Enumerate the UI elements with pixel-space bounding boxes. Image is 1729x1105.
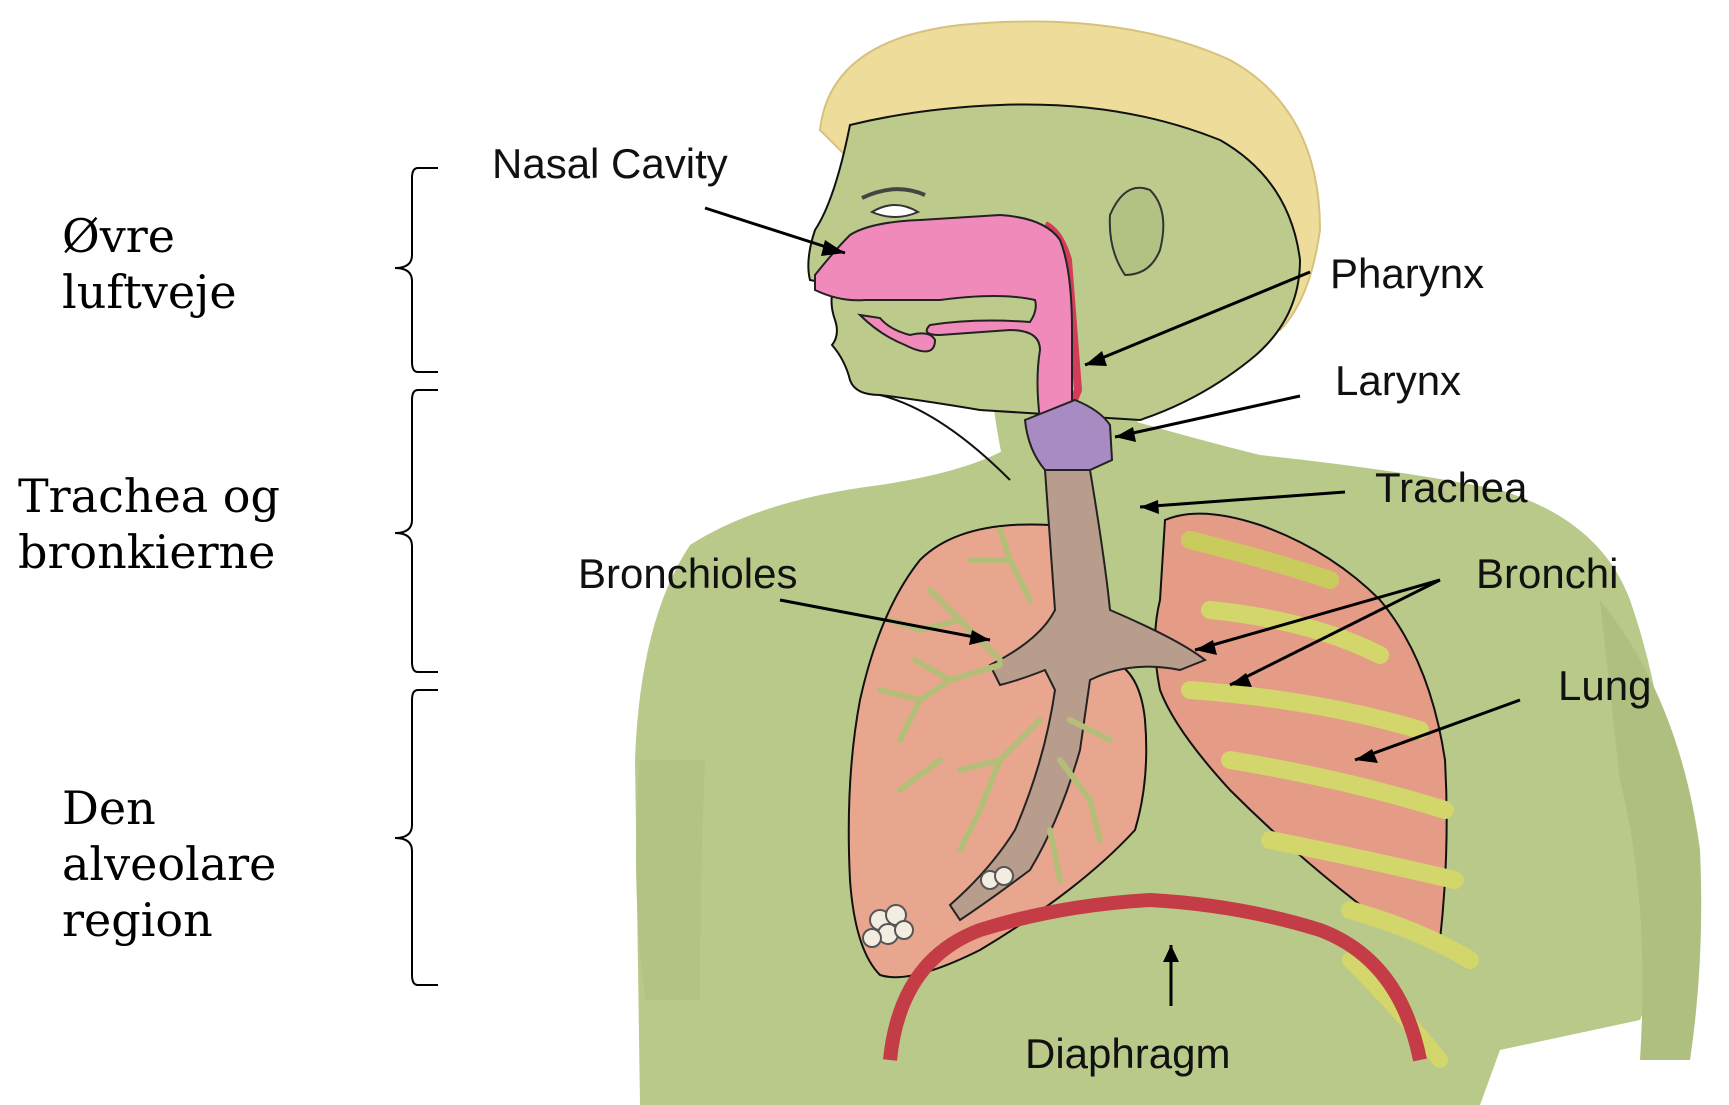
brace-middle [395,390,438,672]
label-pharynx: Pharynx [1330,250,1484,297]
label-bronchioles: Bronchioles [578,550,797,597]
label-lung: Lung [1558,662,1651,709]
label-diaphragm: Diaphragm [1025,1030,1230,1077]
label-trachea: Trachea [1375,464,1528,511]
label-nasal-cavity: Nasal Cavity [492,140,728,187]
label-larynx: Larynx [1335,357,1461,404]
left-arm [636,760,705,1000]
label-bronchi: Bronchi [1476,550,1618,597]
torso [635,420,1670,1105]
brace-lower [395,690,438,985]
brace-upper [395,168,438,372]
